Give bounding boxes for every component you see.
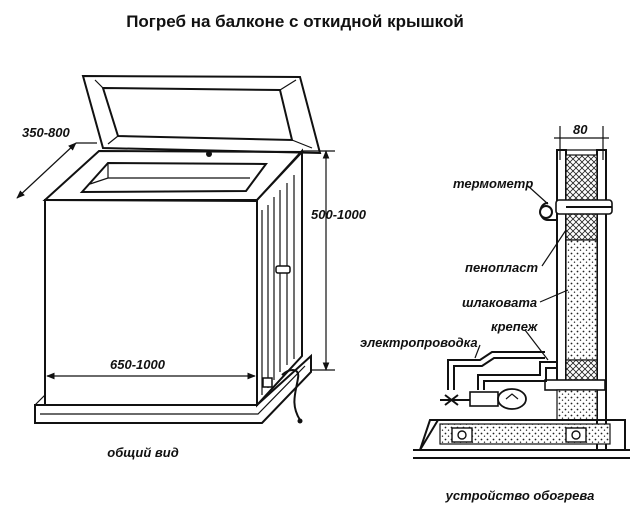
dim-wall-label: 80 xyxy=(573,122,588,137)
label-slag-wool: шлаковата xyxy=(462,295,537,310)
caption-general-view: общий вид xyxy=(107,445,178,460)
heating-lamp xyxy=(440,388,527,410)
floor-slab xyxy=(413,419,630,459)
power-cord xyxy=(281,369,301,421)
wall-bracket xyxy=(544,379,606,391)
lid-handle xyxy=(206,151,212,157)
electrical-wiring xyxy=(447,351,557,390)
box-general-view: 350-800 500-1000 650-1000 общий вид xyxy=(16,74,367,460)
heating-section: 80 xyxy=(360,122,630,503)
label-fastener: крепеж xyxy=(491,319,539,334)
dim-height: 500-1000 xyxy=(302,150,367,371)
box-base xyxy=(34,353,312,424)
foam-insulation xyxy=(565,154,598,241)
caption-heating-device: устройство обогрева xyxy=(445,488,595,503)
dim-width-label: 650-1000 xyxy=(110,357,166,372)
label-thermometer: термометр xyxy=(453,176,533,191)
dim-wall: 80 xyxy=(554,122,609,160)
open-lid xyxy=(81,74,322,155)
dim-depth: 350-800 xyxy=(16,125,97,199)
box-front-face xyxy=(44,199,258,406)
label-wiring: электропроводка xyxy=(360,335,478,350)
label-foam: пенопласт xyxy=(465,260,538,275)
slag-wool-insulation xyxy=(565,239,598,361)
dim-width: 650-1000 xyxy=(46,357,256,380)
wall-outer-left xyxy=(556,149,567,389)
power-socket xyxy=(262,377,273,388)
page-title: Погреб на балконе с откидной крышкой xyxy=(126,12,464,31)
dim-depth-label: 350-800 xyxy=(22,125,70,140)
box-opening xyxy=(79,161,268,194)
side-handle xyxy=(275,265,291,274)
thermometer-device xyxy=(539,199,613,221)
wall-outer-right xyxy=(596,149,607,451)
box-side-face xyxy=(256,148,303,408)
dim-height-label: 500-1000 xyxy=(311,207,367,222)
